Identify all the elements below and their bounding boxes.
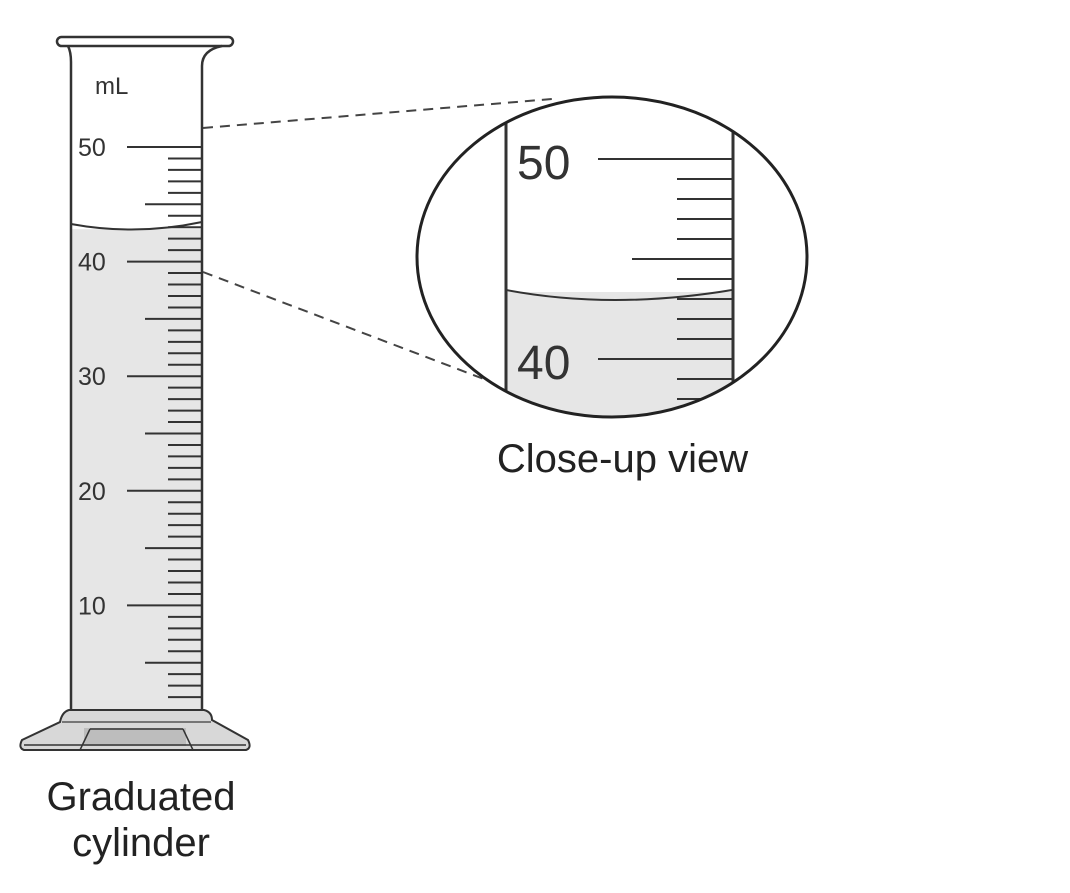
graduated-cylinder: 10 20 30 40 50 mL [19,35,251,751]
cylinder-scale: 10 20 30 40 50 [78,134,202,699]
closeup-circle [415,95,809,419]
cylinder-caption-line2: cylinder [72,821,210,865]
closeup-view: 50 40 [415,95,809,419]
cylinder-caption: Graduated cylinder [0,774,282,866]
cylinder-lip [55,35,235,48]
scale-label-30: 30 [78,363,106,391]
cylinder-meniscus [70,221,203,231]
closeup-liquid [506,292,732,417]
unit-label: mL [95,73,128,100]
cylinder-caption-line1: Graduated [46,775,236,819]
scale-label-40: 40 [78,249,106,277]
cylinder-wall-left [66,45,73,710]
scale-label-50: 50 [78,134,106,162]
cylinder-wall-right [200,44,223,710]
connector-line-bottom [202,271,498,385]
cylinder-liquid [71,229,201,710]
closeup-meniscus [505,289,733,301]
closeup-caption: Close-up view [496,437,749,481]
scale-label-20: 20 [78,478,106,506]
closeup-label-50: 50 [517,137,570,190]
closeup-label-40: 40 [517,337,570,390]
closeup-scale [598,158,733,400]
scale-label-10: 10 [78,592,106,620]
connector-line-top [202,98,553,129]
cylinder-base [19,709,251,751]
